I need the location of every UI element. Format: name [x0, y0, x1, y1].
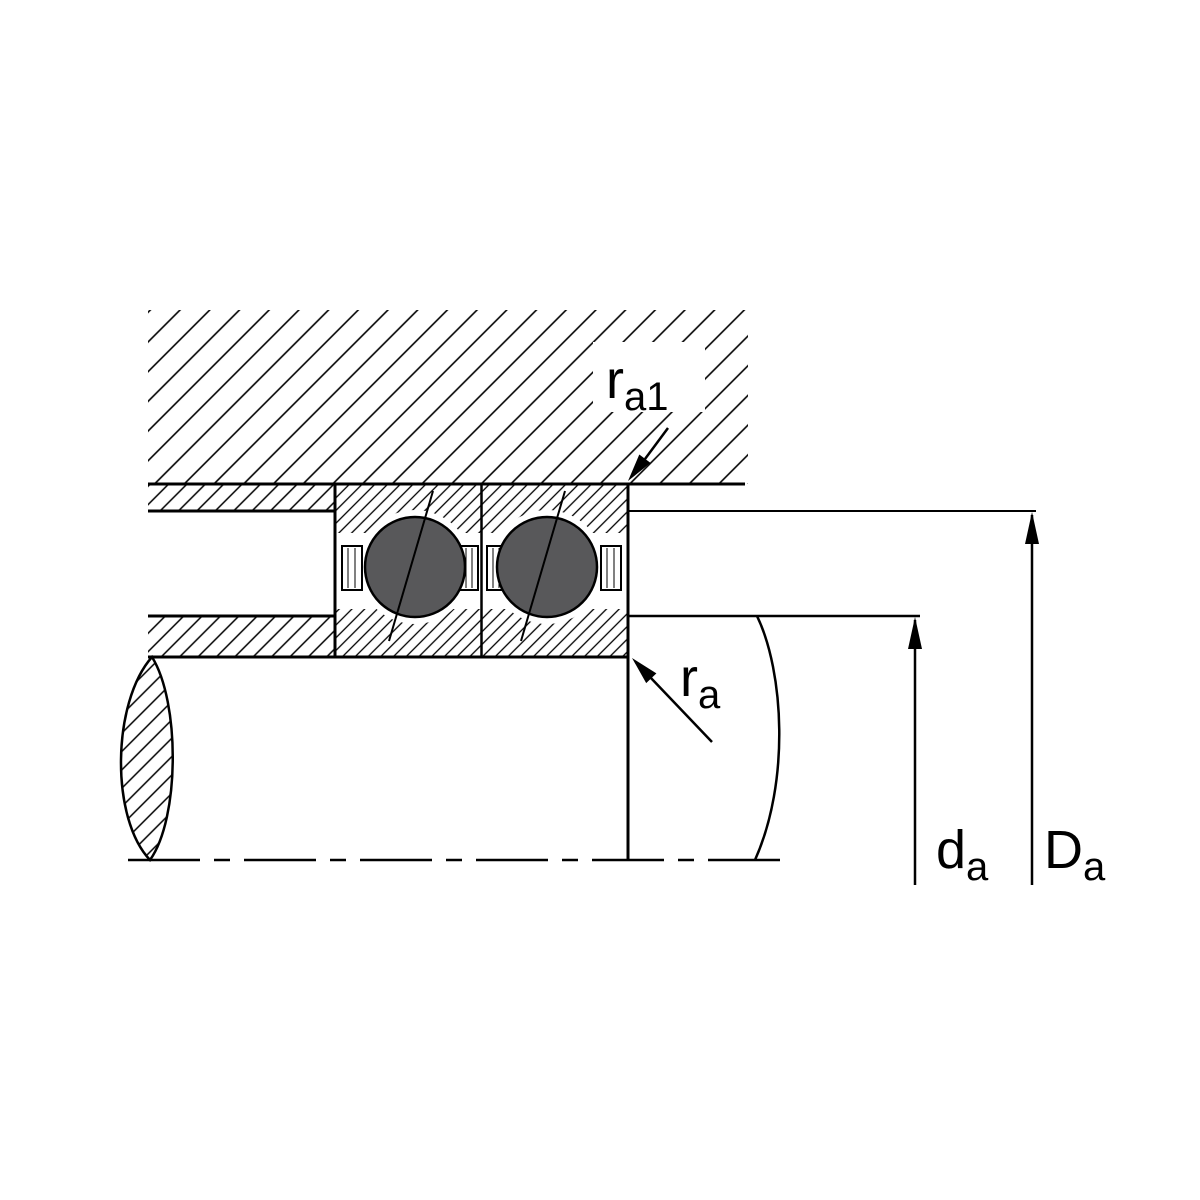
annotations: ra1 ra [593, 342, 721, 743]
ra-label: ra [680, 648, 721, 717]
ra-arrowhead-icon [632, 658, 657, 684]
da-arrowhead-icon [908, 617, 922, 649]
ra-leader-line [649, 676, 713, 743]
shaft-break-leaf [119, 654, 174, 862]
dimensions: da Da [628, 510, 1106, 889]
cage-rect [341, 545, 363, 591]
ball-left [363, 515, 467, 619]
Da-arrowhead-icon [1025, 512, 1039, 544]
ra1-label: ra1 [606, 350, 668, 419]
shaft-shoulder-hatch [148, 616, 335, 657]
Da-label: Da [1044, 820, 1106, 889]
shaft-section [119, 614, 920, 862]
contact-angle-line-right [520, 490, 566, 642]
housing-shoulder-hatch [148, 484, 335, 511]
ra1-leader-line [643, 427, 670, 460]
bearing-pair [333, 482, 630, 659]
ra1-label-backing [593, 342, 705, 412]
contact-angle-line-left [388, 490, 434, 642]
ball-right [495, 515, 599, 619]
shaft-break-curve [753, 615, 781, 861]
cage-rect [600, 545, 622, 591]
ra1-arrowhead-icon [628, 454, 651, 481]
da-label: da [936, 820, 989, 889]
